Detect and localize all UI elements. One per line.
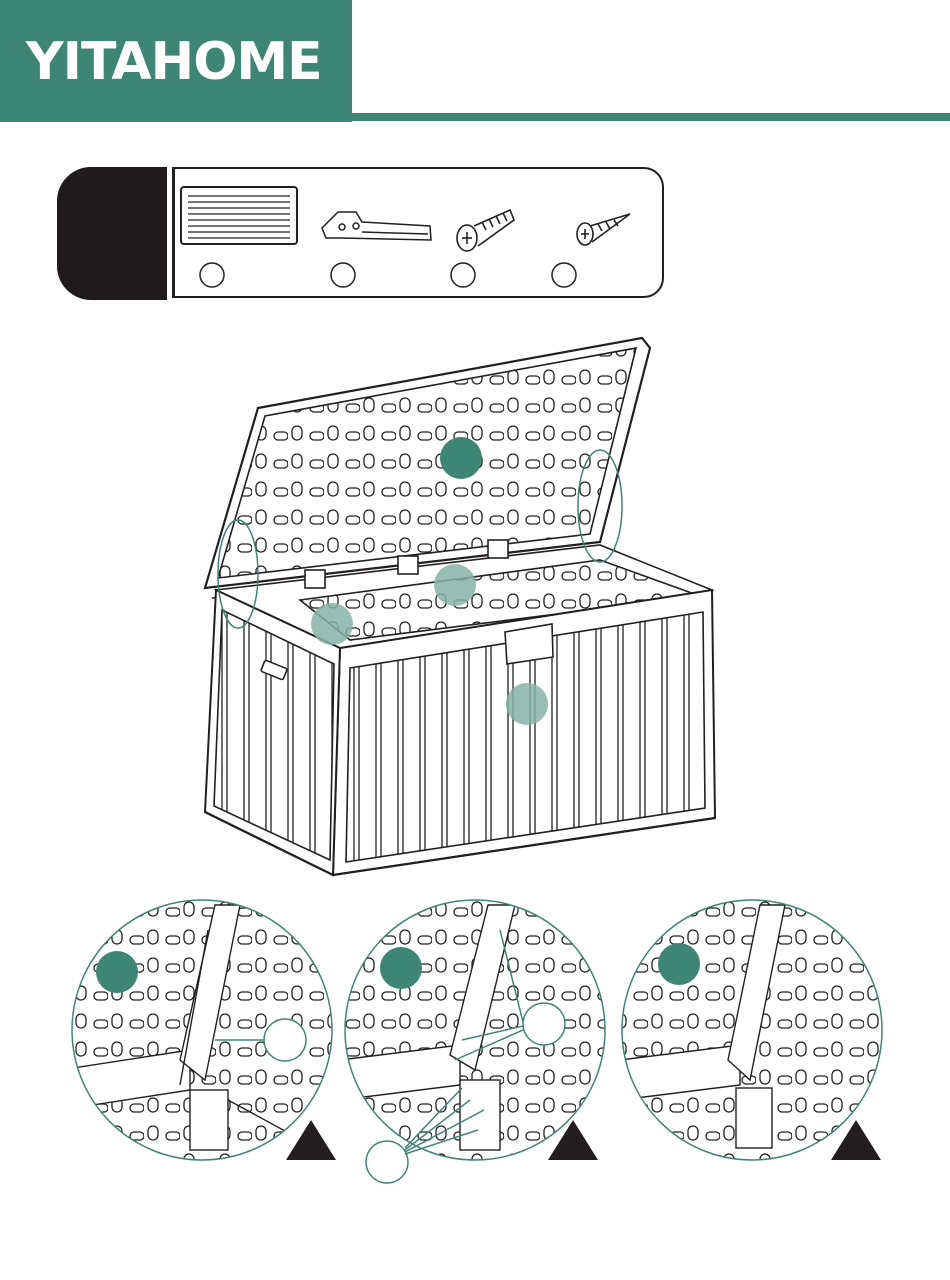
wood-screw-icon	[577, 214, 630, 245]
detail-c	[620, 890, 920, 1190]
back-panel-part-marker	[434, 564, 476, 606]
front-panel-part-marker	[506, 683, 548, 725]
part-label-circle-4	[552, 263, 576, 287]
detail-a	[60, 890, 360, 1190]
detail-b-screw-callout	[523, 1003, 565, 1045]
part-label-circle-3	[451, 263, 475, 287]
storage-box-illustration	[205, 338, 715, 875]
detail-b	[340, 890, 640, 1190]
part-label-circle-1	[200, 263, 224, 287]
detail-a-lid-marker	[96, 951, 138, 993]
hinge-bracket-icon	[322, 212, 431, 240]
detail-a-part-callout	[264, 1019, 306, 1061]
lid-part-marker	[440, 437, 482, 479]
detail-c-lid-marker	[658, 943, 700, 985]
machine-screw-icon	[457, 210, 514, 251]
warning-triangle-icon	[286, 1120, 336, 1160]
detail-b-screw-callout-2	[366, 1141, 408, 1183]
lid-strut-icon	[181, 187, 297, 244]
side-panel-part-marker	[311, 603, 353, 645]
part-label-circle-2	[331, 263, 355, 287]
detail-b-lid-marker	[380, 947, 422, 989]
